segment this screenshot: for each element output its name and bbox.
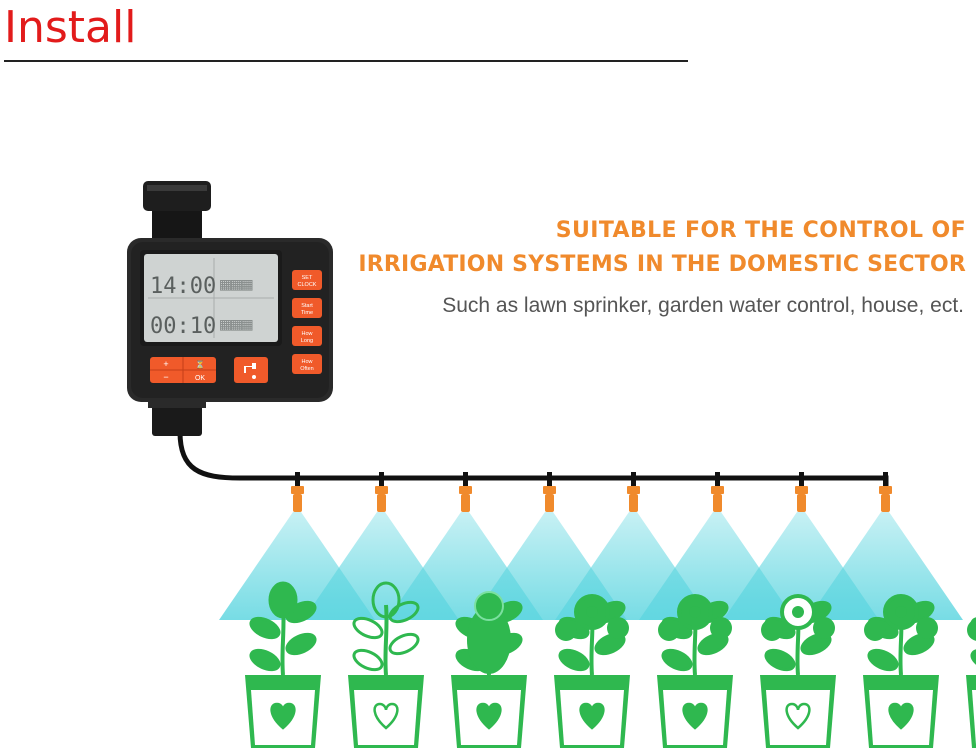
plant-row	[245, 581, 976, 748]
sprinkler-nozzle	[627, 472, 640, 512]
sprinkler-nozzle	[459, 472, 472, 512]
svg-text:Time: Time	[301, 310, 313, 316]
irrigation-tubing	[177, 429, 889, 497]
sprinkler-nozzle	[543, 472, 556, 512]
svg-text:SET: SET	[302, 275, 313, 281]
sprinkler-nozzle	[291, 472, 304, 512]
sprinkler-nozzles	[291, 472, 892, 512]
svg-text:Start: Start	[301, 303, 313, 309]
sprinkler-nozzle	[795, 472, 808, 512]
sprinkler-nozzle	[375, 472, 388, 512]
potted-plant	[657, 594, 733, 748]
potted-plant	[760, 594, 836, 748]
svg-text:▦▦▦: ▦▦▦	[220, 274, 253, 295]
svg-text:CLOCK: CLOCK	[298, 282, 317, 288]
svg-text:OK: OK	[195, 375, 205, 382]
headline-line-1: SUITABLE FOR THE CONTROL OF	[555, 218, 966, 243]
potted-plant	[451, 591, 527, 748]
side-button-how-often: How Often	[292, 354, 322, 374]
title-underline	[4, 60, 688, 62]
svg-text:▦▦▦: ▦▦▦	[220, 314, 253, 335]
lcd-time-1: 14:00	[150, 274, 216, 299]
water-timer-device: 14:00 00:10 ▦▦▦ ▦▦▦ SET CLOCK Start Time…	[127, 181, 333, 436]
headline-subtitle: Such as lawn sprinker, garden water cont…	[442, 294, 964, 317]
potted-plant	[966, 616, 976, 748]
lcd-time-2: 00:10	[150, 314, 216, 339]
manual-water-button	[234, 357, 268, 383]
plus-minus-ok-buttons: + − ⏳ OK	[150, 357, 216, 383]
svg-text:How: How	[301, 331, 312, 337]
svg-text:⏳: ⏳	[195, 359, 205, 369]
svg-text:Long: Long	[301, 338, 313, 344]
svg-text:−: −	[163, 372, 168, 382]
svg-text:How: How	[301, 359, 312, 365]
sprinkler-nozzle	[879, 472, 892, 512]
svg-text:Often: Often	[300, 366, 313, 372]
page-title: Install	[4, 2, 137, 53]
side-button-how-long: How Long	[292, 326, 322, 346]
side-button-start-time: Start Time	[292, 298, 322, 318]
potted-plant	[348, 581, 424, 748]
spray-cone	[807, 512, 963, 620]
side-button-set-clock: SET CLOCK	[292, 270, 322, 290]
spray-cones	[219, 512, 963, 620]
sprinkler-nozzle	[711, 472, 724, 512]
svg-text:+: +	[163, 359, 168, 369]
potted-plant	[554, 594, 630, 748]
potted-plant	[245, 581, 321, 748]
potted-plant	[863, 594, 939, 748]
headline-line-2: IRRIGATION SYSTEMS IN THE DOMESTIC SECTO…	[358, 252, 966, 277]
